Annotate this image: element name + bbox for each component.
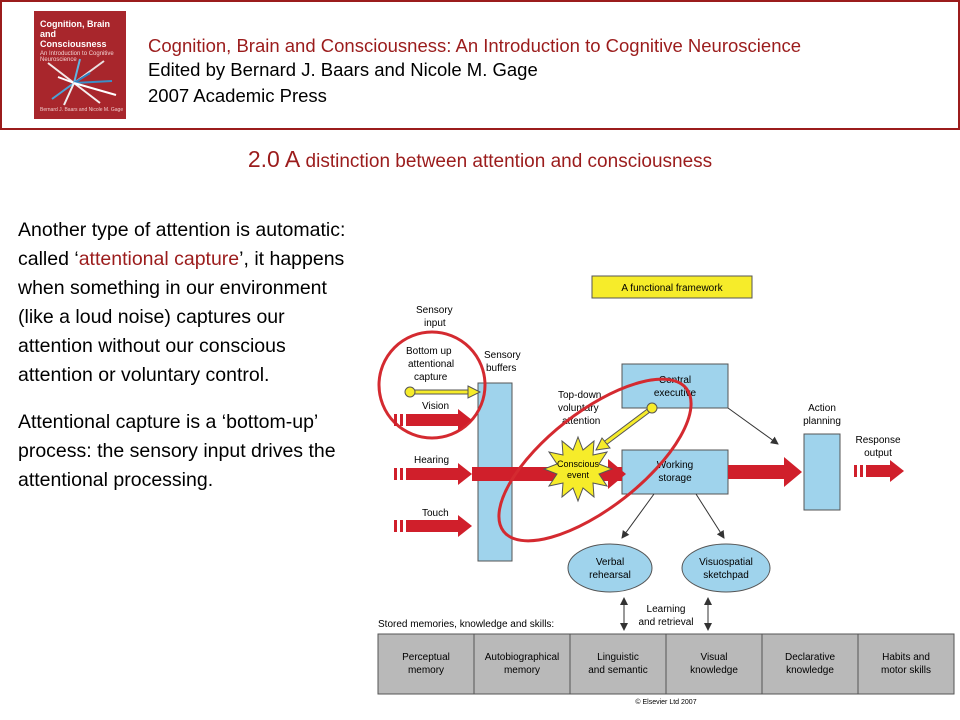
- book-cover-image: Cognition, Brain and Consciousness An In…: [34, 11, 126, 119]
- response-output-label-2: output: [864, 448, 892, 459]
- conscious-event-label-1: Conscious: [557, 459, 600, 469]
- visuospatial-label-2: sketchpad: [703, 570, 749, 581]
- conscious-event-burst: [542, 435, 614, 503]
- executive-to-action-arrow: [727, 407, 779, 445]
- p1-after: ’, it happens when something in our envi…: [18, 248, 345, 386]
- memory-label: Perceptual: [402, 652, 450, 663]
- memory-label: Declarative: [785, 652, 835, 663]
- memory-box: [569, 633, 667, 695]
- hearing-label: Hearing: [414, 455, 449, 466]
- body-text: Another type of attention is automatic: …: [18, 216, 363, 513]
- bottom-up-label-2: attentional: [408, 359, 454, 370]
- top-down-attention-ellipse: [497, 377, 693, 543]
- book-publisher: 2007 Academic Press: [148, 85, 327, 106]
- memory-label: motor skills: [881, 665, 931, 676]
- memory-label: Habits and: [882, 652, 930, 663]
- memory-box: [665, 633, 763, 695]
- vision-arrow: [458, 409, 472, 431]
- copyright-label: © Elsevier Ltd 2007: [635, 698, 696, 706]
- memory-label: knowledge: [690, 665, 738, 676]
- p1-highlight: attentional capture: [78, 248, 240, 270]
- learning-label-2: and retrieval: [638, 617, 693, 628]
- memory-label: Linguistic: [597, 652, 639, 663]
- paragraph-bottom-up: Attentional capture is a ‘bottom-up’ pro…: [18, 411, 336, 491]
- verbal-rehearsal-node: [567, 543, 653, 593]
- memory-label: knowledge: [786, 665, 834, 676]
- central-executive-box: [621, 363, 729, 409]
- book-cover-art: [47, 58, 117, 106]
- figure-title-box: [591, 275, 753, 299]
- verbal-rehearsal-label-1: Verbal: [596, 557, 624, 568]
- memory-box: [377, 633, 475, 695]
- top-down-label-2: voluntary: [558, 403, 599, 414]
- memory-label: and semantic: [588, 665, 647, 676]
- book-editors: Edited by Bernard J. Baars and Nicole M.…: [148, 59, 538, 80]
- action-planning-label-2: planning: [803, 416, 841, 427]
- memory-box: [857, 633, 955, 695]
- touch-arrow: [458, 515, 472, 537]
- verbal-rehearsal-label-2: rehearsal: [589, 570, 631, 581]
- working-to-visuospatial-arrow: [695, 493, 725, 539]
- memory-box: [761, 633, 859, 695]
- visuospatial-label-1: Visuospatial: [699, 557, 753, 568]
- action-planning-box: [803, 433, 841, 511]
- hearing-arrow: [458, 463, 472, 485]
- conscious-event-label-2: event: [567, 470, 590, 480]
- slide-title-prefix: 2.0 A: [247, 146, 301, 172]
- paragraph-attentional-capture: Another type of attention is automatic: …: [18, 216, 363, 390]
- slide-title-rest: distinction between attention and consci…: [300, 151, 713, 172]
- working-storage-label-2: storage: [658, 473, 692, 484]
- memory-box: [473, 633, 571, 695]
- learning-label-1: Learning: [647, 604, 686, 615]
- capture-dot: [404, 386, 416, 398]
- p1-before: Another type of attention is automatic: …: [18, 219, 346, 270]
- buffers-to-working-arrow: [608, 459, 626, 489]
- memory-label: memory: [408, 665, 444, 676]
- memory-label: Autobiographical: [485, 652, 560, 663]
- functional-framework-figure: A functional framework Sensory input Sen…: [372, 268, 960, 708]
- sensory-input-label-2: input: [424, 318, 446, 329]
- sensory-buffers-label-2: buffers: [486, 363, 516, 374]
- bottom-up-label-3: capture: [414, 372, 448, 383]
- stored-memories-label: Stored memories, knowledge and skills:: [378, 619, 554, 630]
- vision-label: Vision: [422, 401, 449, 412]
- memory-label: Visual: [700, 652, 727, 663]
- book-cover-subtitle: An Introduction to Cognitive Neuroscienc…: [40, 51, 114, 63]
- central-executive-label-2: executive: [654, 388, 697, 399]
- book-cover-authors: Bernard J. Baars and Nicole M. Gage: [40, 107, 124, 113]
- header-banner: Cognition, Brain and Consciousness An In…: [0, 0, 960, 130]
- response-output-arrow: [854, 460, 904, 482]
- book-title: Cognition, Brain and Consciousness: An I…: [148, 35, 802, 56]
- response-output-label-1: Response: [855, 435, 900, 446]
- working-to-verbal-arrow: [621, 493, 655, 539]
- sensory-buffers-label-1: Sensory: [484, 350, 521, 361]
- memory-label: memory: [504, 665, 540, 676]
- action-planning-label-1: Action: [808, 403, 836, 414]
- working-storage-label-1: Working: [657, 460, 694, 471]
- framework-diagram: A functional framework Sensory input Sen…: [377, 275, 955, 706]
- top-down-label-3: attention: [562, 416, 600, 427]
- bottom-up-label-1: Bottom up: [406, 346, 452, 357]
- memory-row: Perceptual memory Autobiographical memor…: [377, 633, 955, 695]
- slide-title: 2.0 A distinction between attention and …: [0, 146, 960, 173]
- visuospatial-sketchpad-node: [681, 543, 771, 593]
- book-cover-title: Cognition, Brain and Consciousness: [40, 19, 110, 49]
- touch-label: Touch: [422, 508, 449, 519]
- sensory-input-label-1: Sensory: [416, 305, 453, 316]
- working-to-action-arrow: [784, 457, 802, 487]
- top-down-dot: [646, 402, 658, 414]
- top-down-label-1: Top-down: [558, 390, 601, 401]
- figure-title: A functional framework: [621, 283, 723, 294]
- bottom-up-capture-circle: [377, 330, 487, 440]
